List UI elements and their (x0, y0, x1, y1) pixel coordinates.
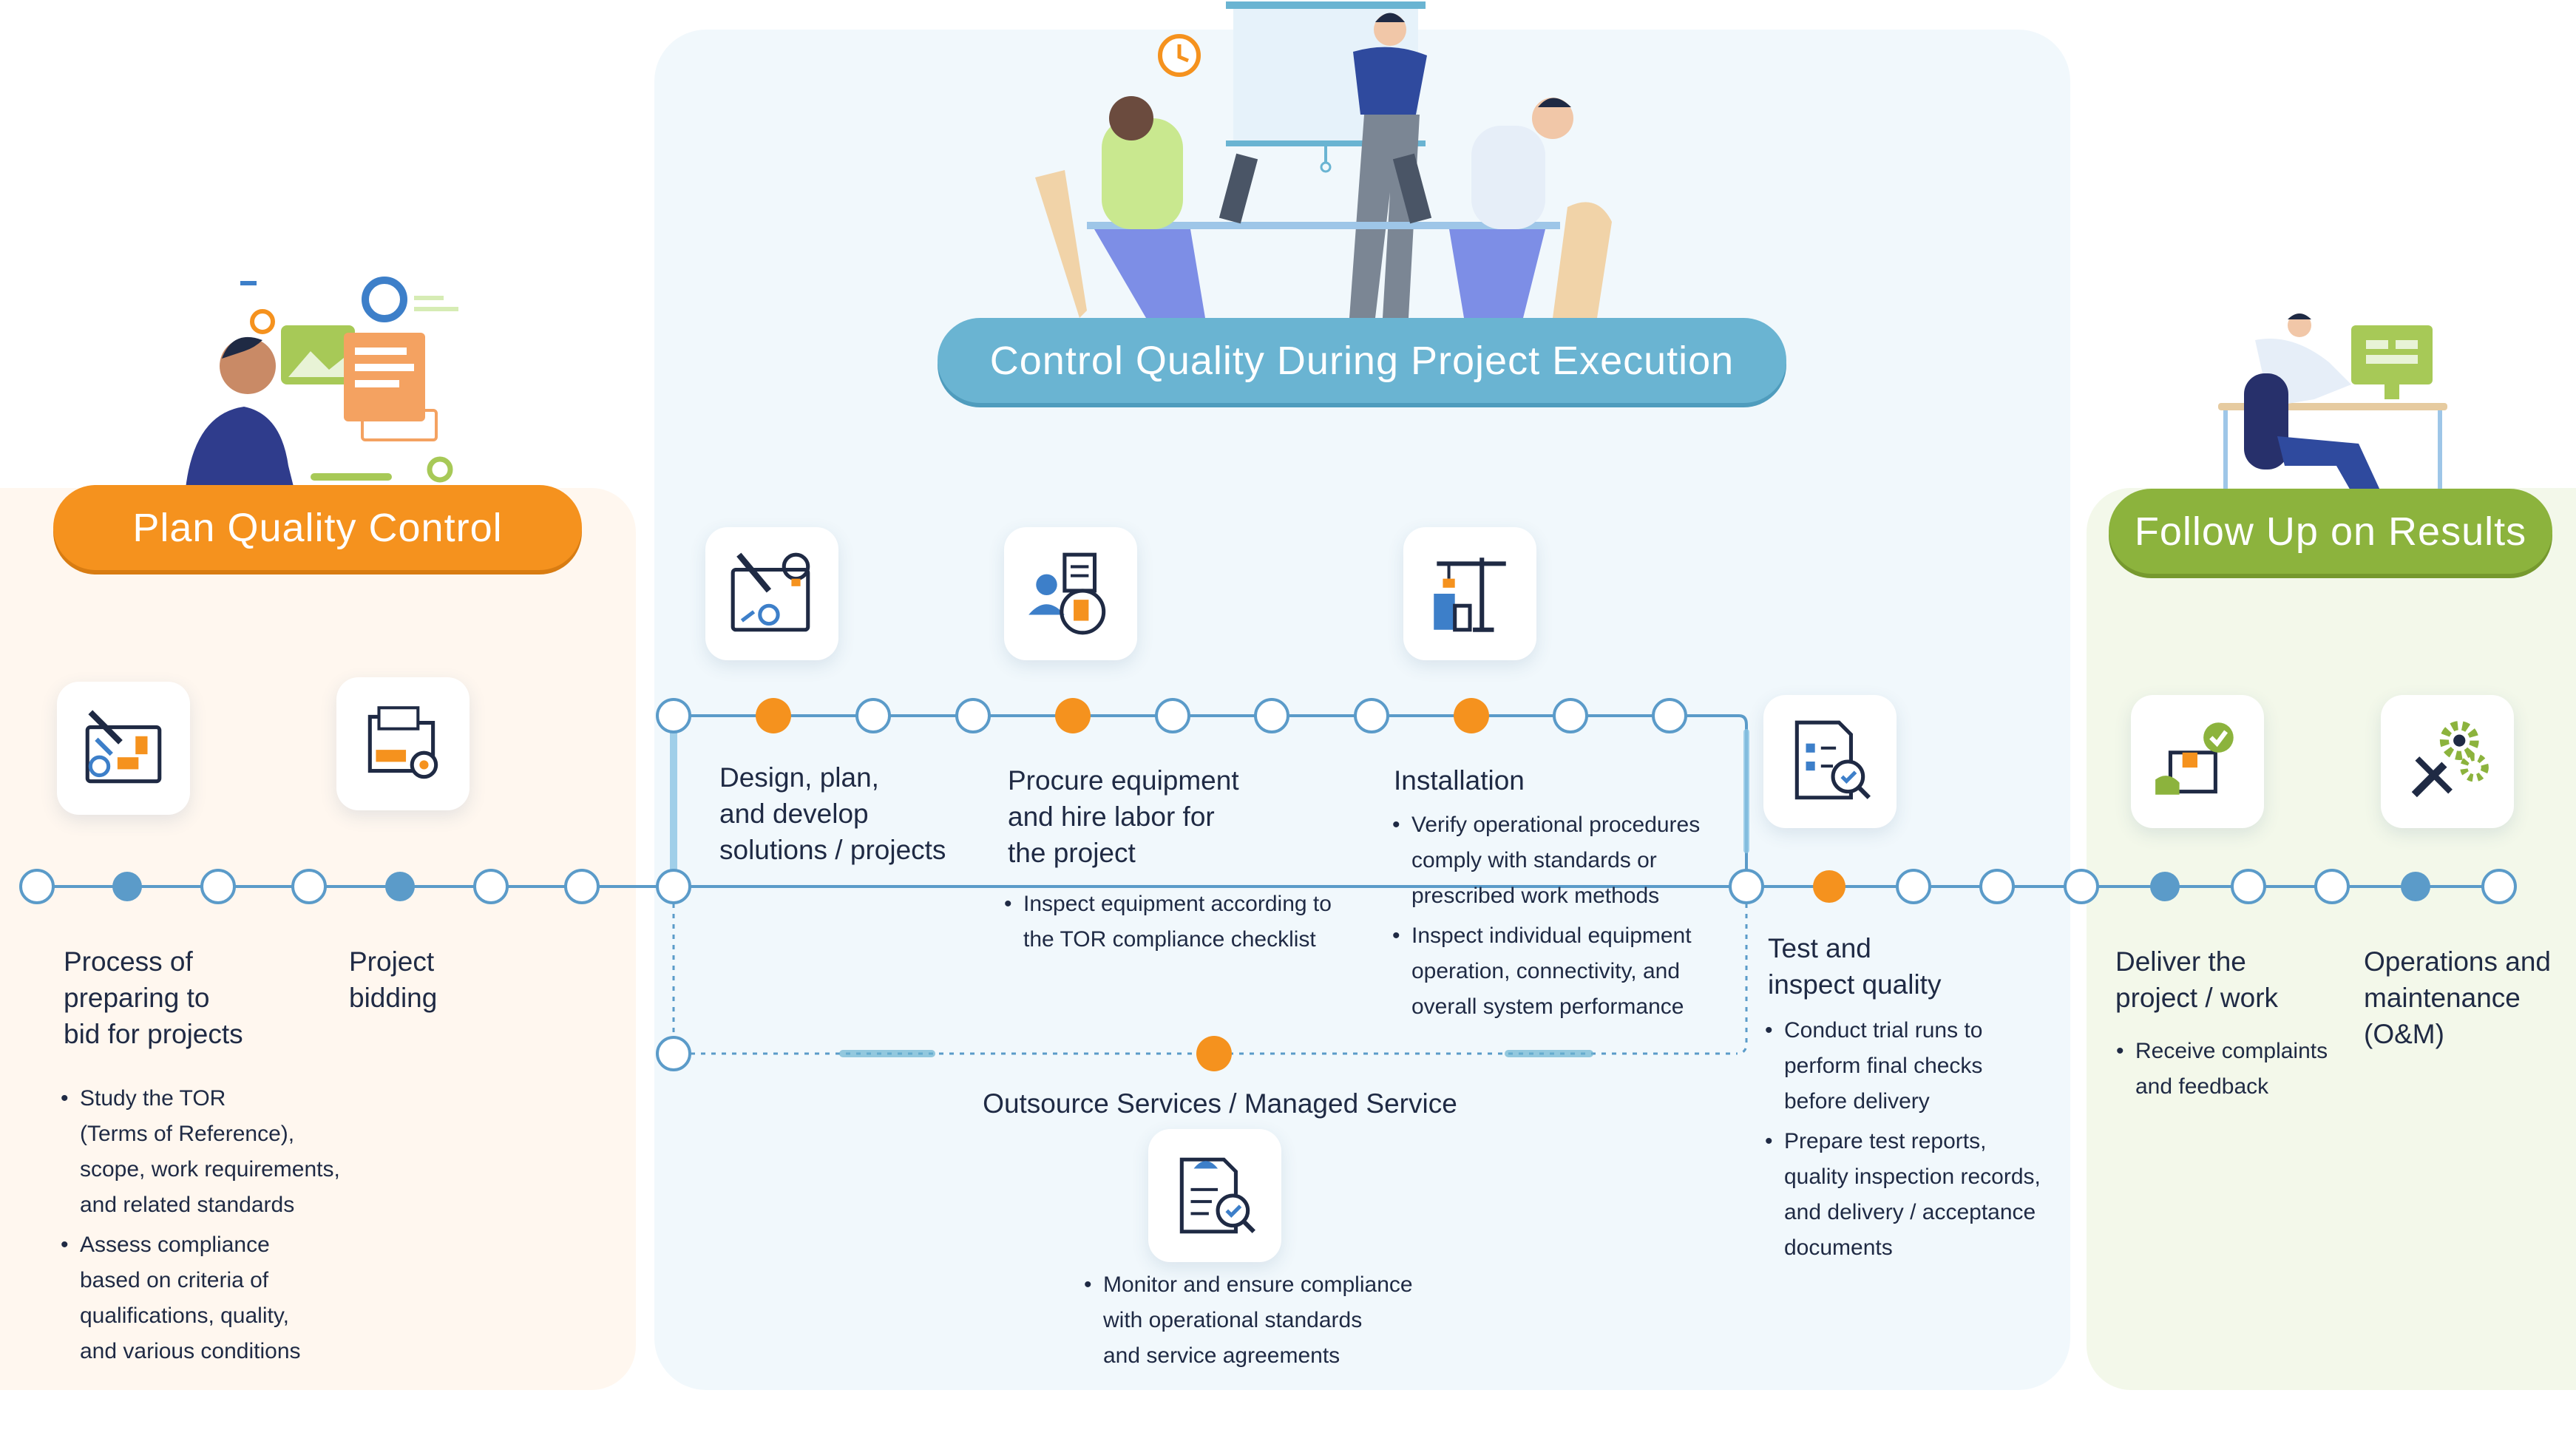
stage-installation: Installation (1394, 765, 1525, 796)
stage-deliver: Deliver the project / work (2115, 946, 2279, 1013)
test-inspect-bullets: Conduct trial runs to perform final chec… (1765, 1013, 2041, 1270)
outsource-node (656, 1036, 691, 1071)
timeline-node (656, 869, 691, 904)
operator-illustration (2218, 313, 2447, 492)
document-gear-icon (336, 677, 470, 810)
timeline-node-milestone (2401, 872, 2430, 901)
bullet-trial-runs: Conduct trial runs to perform final chec… (1765, 1013, 2041, 1119)
stage-project-bidding: Project bidding (349, 946, 438, 1013)
procure-bullets: Inspect equipment according to the TOR c… (1004, 887, 1332, 962)
installation-bullets: Verify operational procedures comply wit… (1392, 807, 1700, 1029)
box-check-icon (2131, 695, 2264, 828)
timeline-node (1979, 869, 2015, 904)
bullet-inspect-equipment: Inspect equipment according to the TOR c… (1004, 887, 1332, 957)
outsource-inspect-icon (1148, 1129, 1281, 1262)
follow-up-title: Follow Up on Results (2109, 489, 2552, 574)
timeline-node-active (1454, 698, 1489, 733)
timeline-node (2481, 869, 2517, 904)
stage-design-plan: Design, plan, and develop solutions / pr… (719, 762, 946, 865)
planner-illustration (185, 277, 458, 495)
bullet-test-reports: Prepare test reports, quality inspection… (1765, 1124, 2041, 1266)
bid-preparation-bullets: Study the TOR (Terms of Reference), scop… (61, 1081, 340, 1374)
timeline-node (291, 869, 327, 904)
timeline-node (1553, 698, 1588, 733)
execution-title: Control Quality During Project Execution (938, 318, 1786, 403)
timeline-node (2314, 869, 2350, 904)
bullet-assess-compliance: Assess compliance based on criteria of q… (61, 1227, 340, 1369)
timeline-node (1254, 698, 1289, 733)
timeline-node (1354, 698, 1389, 733)
stage-bid-preparation: Process of preparing to bid for projects (64, 946, 243, 1049)
blueprint-tools-icon (57, 682, 190, 815)
outsource-heading: Outsource Services / Managed Service (983, 1088, 1457, 1119)
procurement-icon (1004, 527, 1137, 660)
timeline-node (2231, 869, 2266, 904)
timeline-node-active (1813, 870, 1845, 903)
follow-panel (2087, 488, 2576, 1390)
stage-operations-maintenance: Operations and maintenance (O&M) (2364, 946, 2552, 1049)
timeline-node (200, 869, 236, 904)
bullet-verify-procedures: Verify operational procedures comply wit… (1392, 807, 1700, 914)
stage-test-inspect: Test and inspect quality (1768, 933, 1942, 1000)
wrench-gear-icon (2381, 695, 2514, 828)
bullet-monitor-compliance: Monitor and ensure compliance with opera… (1084, 1267, 1413, 1374)
bullet-study-tor: Study the TOR (Terms of Reference), scop… (61, 1081, 340, 1223)
timeline-node (1652, 698, 1687, 733)
timeline-node (1896, 869, 1931, 904)
timeline-node-milestone (385, 872, 415, 901)
timeline-node (2064, 869, 2099, 904)
outsource-dashed-right (1735, 904, 1748, 1055)
timeline-node-milestone (112, 872, 142, 901)
construction-crane-icon (1403, 527, 1536, 660)
timeline-node-active (756, 698, 791, 733)
timeline-node (955, 698, 991, 733)
bullet-receive-complaints: Receive complaints and feedback (2116, 1034, 2328, 1105)
checklist-inspect-icon (1763, 695, 1897, 828)
timeline-node (1729, 869, 1764, 904)
timeline-node-active (1055, 698, 1091, 733)
outsource-node-active (1196, 1036, 1232, 1071)
timeline-node (19, 869, 55, 904)
meeting-illustration (1035, 1, 1612, 318)
timeline-node (473, 869, 509, 904)
deliver-bullets: Receive complaints and feedback (2116, 1034, 2328, 1109)
plan-quality-control-title: Plan Quality Control (53, 485, 582, 570)
bullet-inspect-individual: Inspect individual equipment operation, … (1392, 918, 1700, 1025)
design-plan-icon (705, 527, 838, 660)
timeline-node (855, 698, 891, 733)
outsource-bullets: Monitor and ensure compliance with opera… (1084, 1267, 1413, 1378)
timeline-node (656, 698, 691, 733)
timeline-node-milestone (2150, 872, 2180, 901)
timeline-node (1155, 698, 1190, 733)
timeline-node (564, 869, 600, 904)
stage-procure: Procure equipment and hire labor for the… (1008, 765, 1239, 868)
execution-return-line (1738, 714, 1748, 877)
